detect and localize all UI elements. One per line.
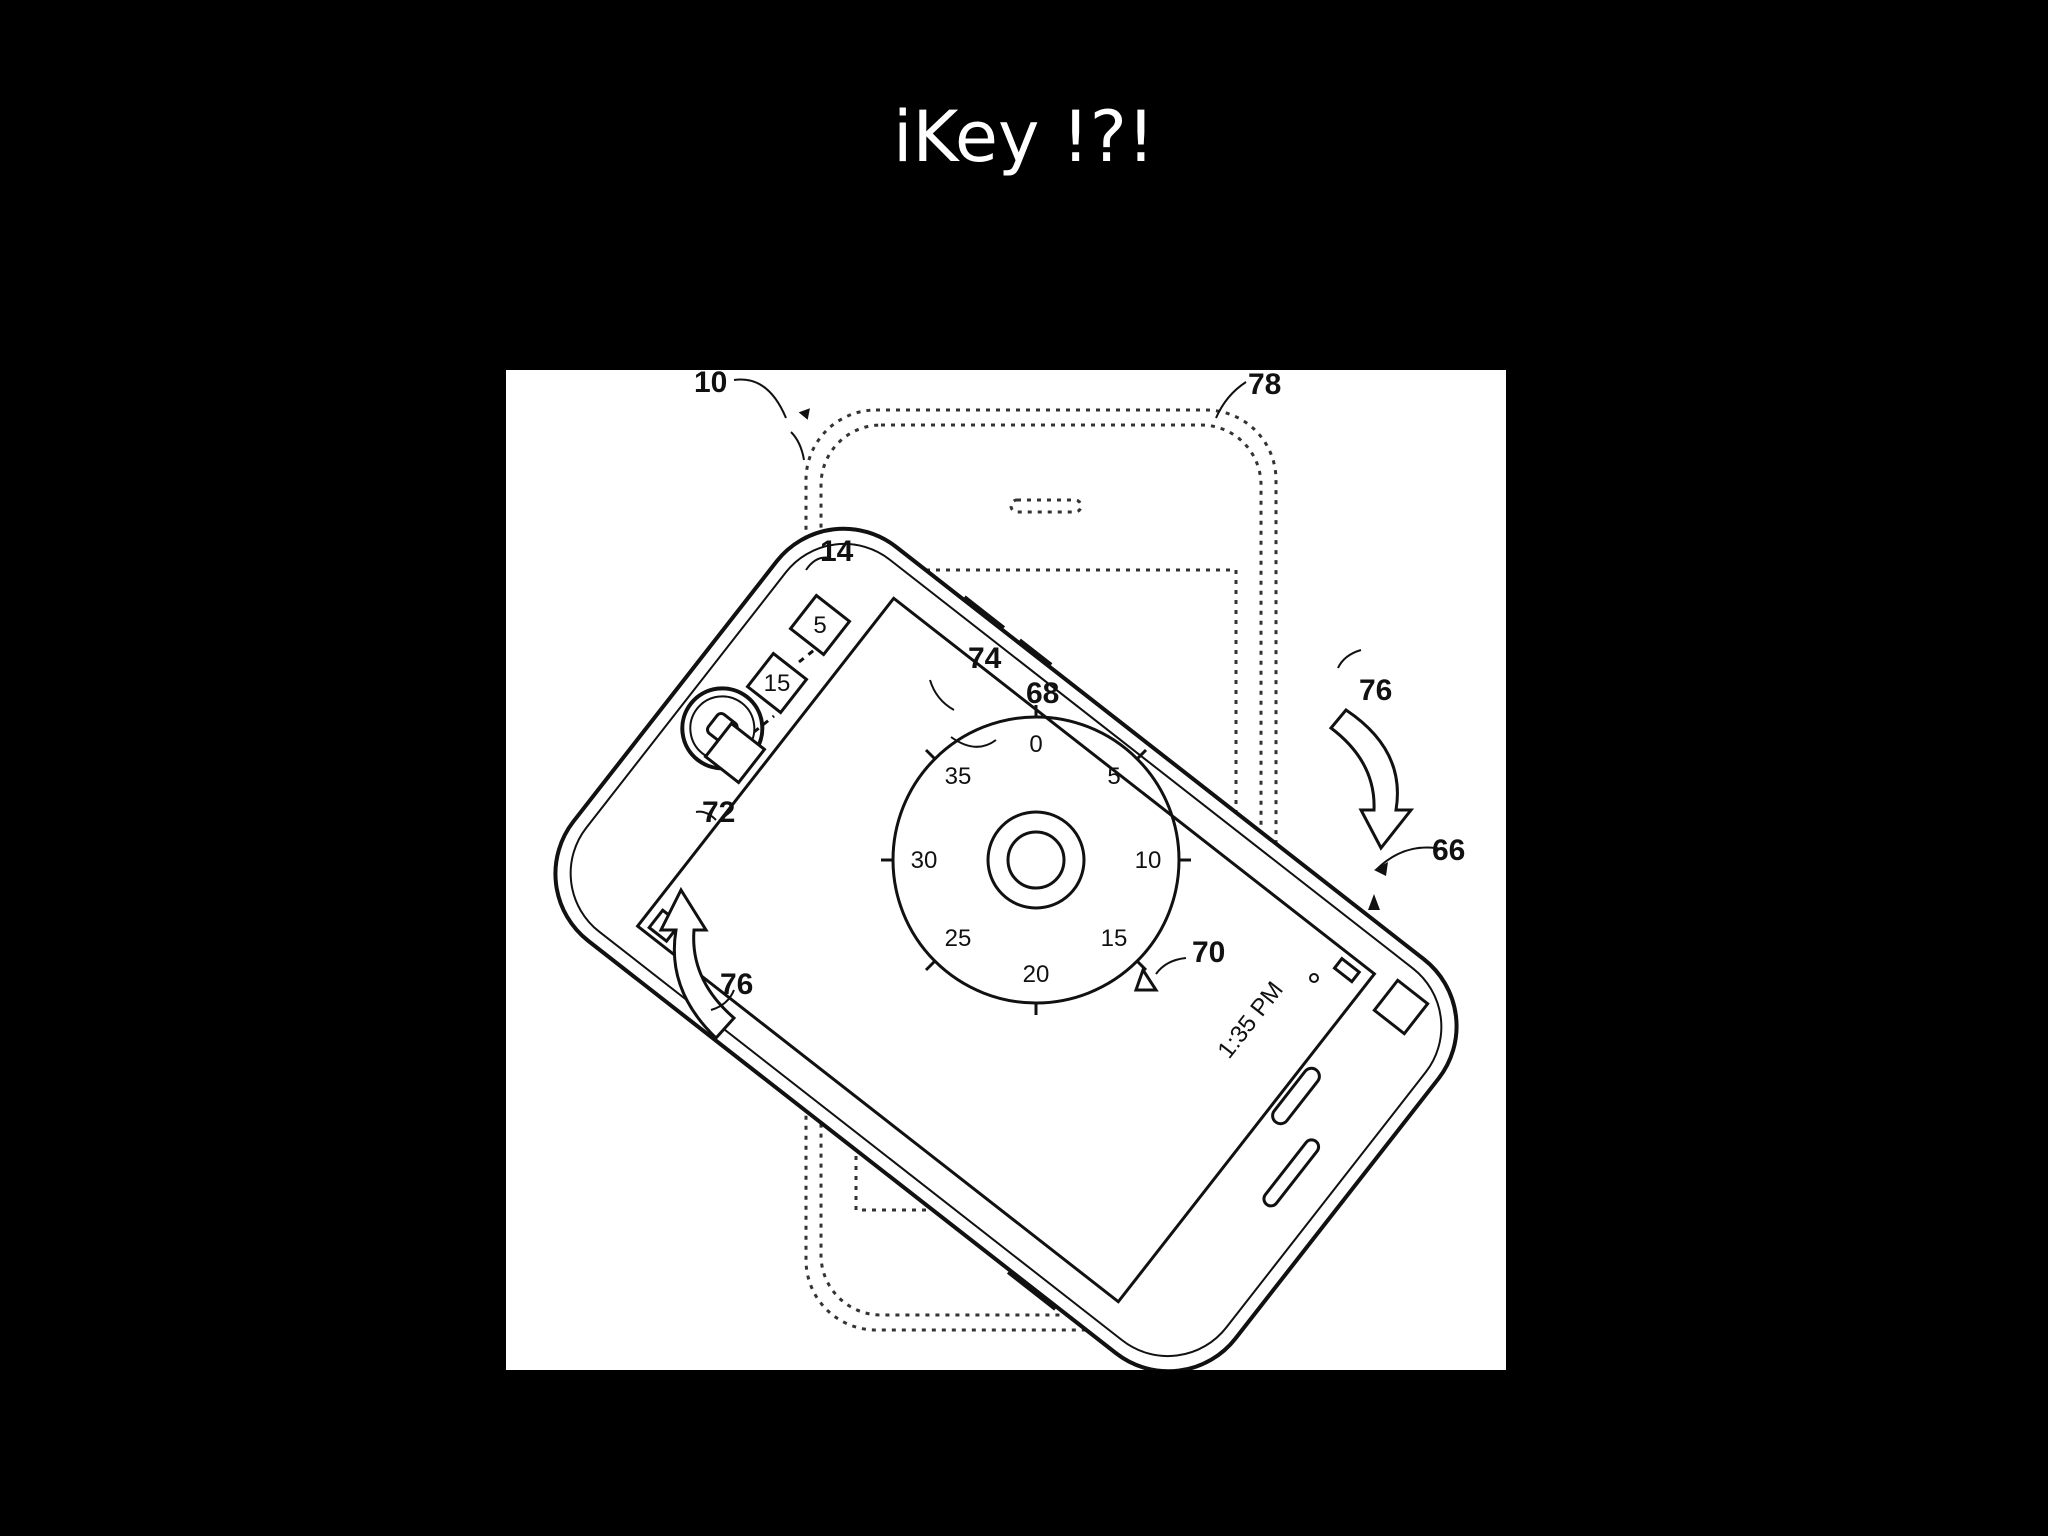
entry-box (703, 721, 767, 785)
earpiece-icon (1271, 1066, 1321, 1126)
entered-value-15: 15 (764, 670, 791, 697)
arrowhead-icon (798, 408, 810, 420)
dial: 0 5 10 15 20 25 30 35 (881, 705, 1191, 1015)
dial-number-10: 10 (1135, 847, 1162, 874)
dial-number-5: 5 (1107, 763, 1120, 790)
ref-pointer: 70 (1192, 936, 1225, 969)
combination-entry: 15 5 (703, 593, 852, 785)
indicator-icon (1309, 973, 1319, 983)
pointer-icon (1133, 966, 1159, 992)
entered-value-5: 5 (813, 612, 826, 639)
dial-number-30: 30 (911, 847, 938, 874)
ref-entered-values: 74 (968, 642, 1002, 675)
dial-number-0: 0 (1029, 731, 1042, 758)
dial-number-25: 25 (945, 925, 972, 952)
leader-lines (695, 378, 1447, 1011)
dial-number-35: 35 (945, 763, 972, 790)
signal-icon (1368, 894, 1380, 910)
rotation-arrow-icon (1328, 708, 1415, 851)
speaker-slot-icon (1262, 1138, 1321, 1208)
ref-rotation-right: 76 (1359, 674, 1392, 707)
ref-speaker-slot: 66 (1432, 834, 1465, 867)
entered-value-box (788, 593, 852, 657)
ref-ghost-device: 78 (1248, 370, 1281, 401)
patent-drawing: 0 5 10 15 20 25 30 35 15 5 (553, 370, 1465, 1370)
patent-figure: 0 5 10 15 20 25 30 35 15 5 (506, 370, 1506, 1370)
entered-value-box (745, 651, 809, 715)
rotation-arrow-icon (658, 886, 737, 1041)
logo-icon (1372, 978, 1430, 1036)
ref-entry-box: 72 (702, 796, 735, 829)
device-body (553, 526, 1459, 1370)
ref-dial: 68 (1026, 677, 1059, 710)
battery-icon (1332, 956, 1362, 984)
side-buttons (963, 595, 1057, 1311)
dial-number-15: 15 (1101, 925, 1128, 952)
ref-rotation-left: 76 (720, 968, 753, 1001)
ref-home-button: 14 (820, 535, 854, 568)
slide-title: iKey !?! (893, 96, 1155, 178)
arrowhead-icon (1374, 862, 1388, 876)
ref-device: 10 (694, 370, 727, 399)
dial-number-20: 20 (1023, 961, 1050, 988)
